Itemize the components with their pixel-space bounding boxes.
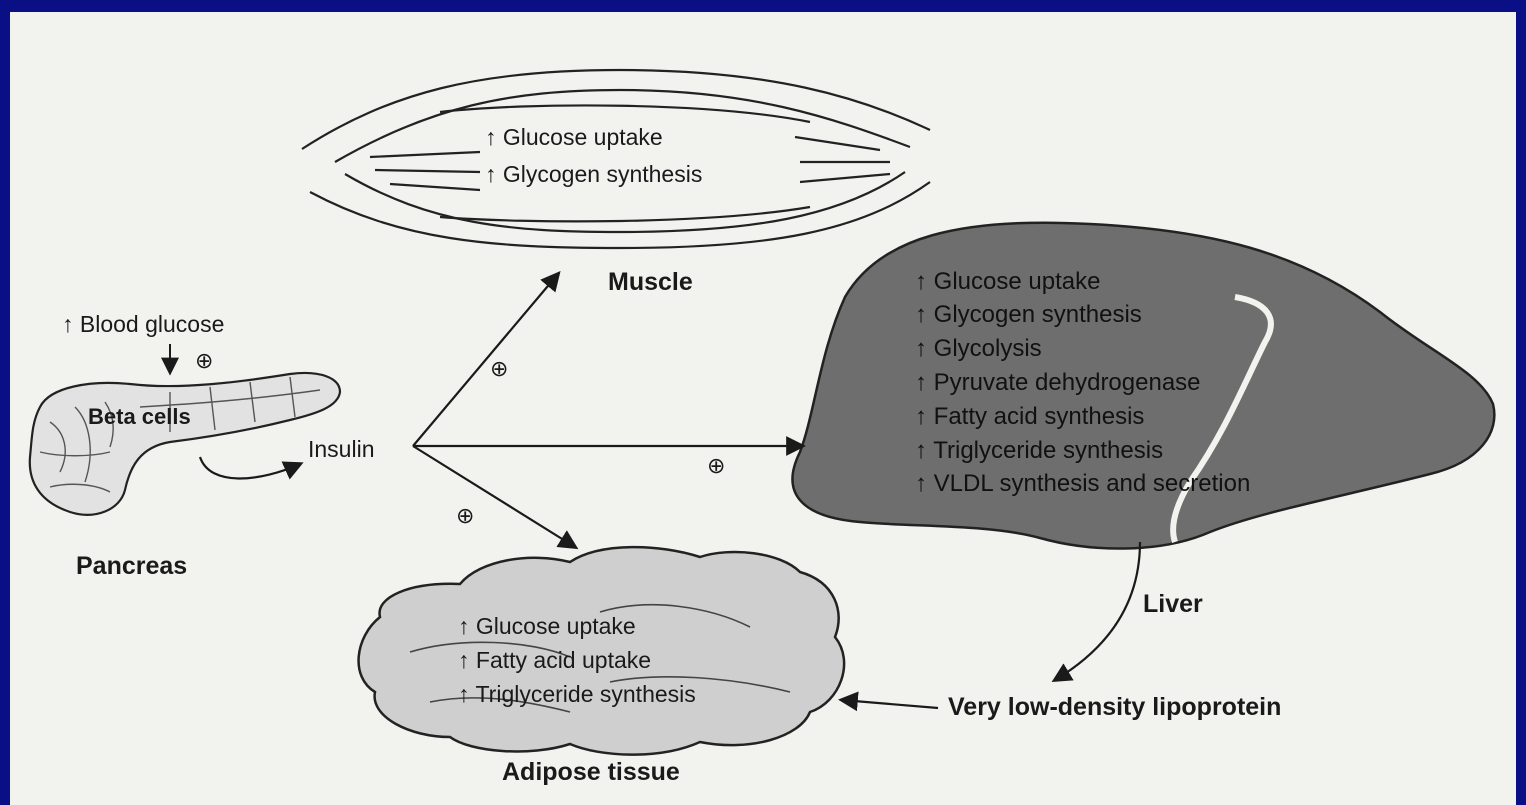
up-arrow-icon: ↑ bbox=[485, 161, 497, 187]
up-arrow-icon: ↑ bbox=[458, 681, 470, 707]
svg-text:↑ Blood glucose: ↑ Blood glucose bbox=[62, 311, 224, 337]
pancreas-label: Pancreas bbox=[76, 552, 187, 580]
plus-icon: ⊕ bbox=[707, 453, 725, 478]
adipose-label: Adipose tissue bbox=[502, 758, 680, 786]
svg-text:↑ Glycogen synthesis: ↑ Glycogen synthesis bbox=[485, 161, 702, 187]
beta-cells-label: Beta cells bbox=[88, 404, 191, 429]
up-arrow-icon: ↑ bbox=[915, 470, 927, 497]
diagram-canvas: Muscle ↑ Glucose uptake ↑ Glycogen synth… bbox=[10, 12, 1516, 805]
liver-effect: Pyruvate dehydrogenase bbox=[934, 369, 1201, 396]
up-arrow-icon: ↑ bbox=[915, 301, 927, 328]
adipose-effect: Glucose uptake bbox=[476, 613, 636, 639]
up-arrow-icon: ↑ bbox=[458, 613, 470, 639]
liver-effect: Triglyceride synthesis bbox=[933, 437, 1163, 464]
adipose-effect: Triglyceride synthesis bbox=[475, 681, 695, 707]
svg-text:↑ VLDL synthesis and secretion: ↑ VLDL synthesis and secretion bbox=[915, 470, 1250, 497]
liver-effect: VLDL synthesis and secretion bbox=[934, 470, 1251, 497]
svg-text:↑ Glycogen synthesis: ↑ Glycogen synthesis bbox=[915, 301, 1142, 328]
svg-text:↑ Fatty acid uptake: ↑ Fatty acid uptake bbox=[458, 647, 651, 673]
liver-effect: Fatty acid synthesis bbox=[934, 403, 1145, 430]
vldl-to-adipose-arrow bbox=[842, 700, 938, 708]
svg-text:↑ Fatty acid synthesis: ↑ Fatty acid synthesis bbox=[915, 403, 1144, 430]
up-arrow-icon: ↑ bbox=[62, 311, 74, 337]
secretion-arrow bbox=[200, 457, 300, 479]
svg-text:↑ Glycolysis: ↑ Glycolysis bbox=[915, 335, 1042, 362]
insulin-to-adipose-arrow bbox=[413, 446, 575, 547]
muscle-effects: ↑ Glucose uptake ↑ Glycogen synthesis bbox=[485, 124, 702, 187]
liver-effect: Glucose uptake bbox=[934, 268, 1101, 295]
plus-icon: ⊕ bbox=[456, 503, 474, 528]
plus-icon: ⊕ bbox=[195, 348, 213, 373]
liver-to-vldl-arrow bbox=[1055, 542, 1140, 680]
muscle-drawing bbox=[302, 70, 930, 248]
svg-text:↑ Glucose uptake: ↑ Glucose uptake bbox=[458, 613, 636, 639]
blood-glucose: ↑ Blood glucose bbox=[62, 311, 224, 337]
adipose-effect: Fatty acid uptake bbox=[476, 647, 651, 673]
up-arrow-icon: ↑ bbox=[915, 403, 927, 430]
up-arrow-icon: ↑ bbox=[915, 369, 927, 396]
vldl-label: Very low-density lipoprotein bbox=[948, 693, 1281, 721]
svg-text:↑ Triglyceride synthesis: ↑ Triglyceride synthesis bbox=[915, 437, 1163, 464]
up-arrow-icon: ↑ bbox=[485, 124, 497, 150]
svg-text:↑ Glucose uptake: ↑ Glucose uptake bbox=[915, 268, 1100, 295]
insulin-action-diagram: Muscle ↑ Glucose uptake ↑ Glycogen synth… bbox=[10, 12, 1516, 805]
svg-text:↑ Glucose uptake: ↑ Glucose uptake bbox=[485, 124, 663, 150]
up-arrow-icon: ↑ bbox=[915, 437, 927, 464]
muscle-label: Muscle bbox=[608, 268, 693, 296]
insulin-to-muscle-arrow bbox=[413, 274, 558, 446]
svg-text:↑ Triglyceride synthesis: ↑ Triglyceride synthesis bbox=[458, 681, 696, 707]
plus-icon: ⊕ bbox=[490, 356, 508, 381]
svg-text:↑ Pyruvate dehydrogenase: ↑ Pyruvate dehydrogenase bbox=[915, 369, 1201, 396]
muscle-effect: Glycogen synthesis bbox=[503, 161, 702, 187]
insulin-label: Insulin bbox=[308, 436, 374, 462]
up-arrow-icon: ↑ bbox=[915, 335, 927, 362]
up-arrow-icon: ↑ bbox=[915, 268, 927, 295]
blood-glucose-label: Blood glucose bbox=[80, 311, 225, 337]
up-arrow-icon: ↑ bbox=[458, 647, 470, 673]
liver-effect: Glycogen synthesis bbox=[934, 301, 1142, 328]
liver-label: Liver bbox=[1143, 590, 1203, 618]
muscle-effect: Glucose uptake bbox=[503, 124, 663, 150]
liver-effect: Glycolysis bbox=[934, 335, 1042, 362]
